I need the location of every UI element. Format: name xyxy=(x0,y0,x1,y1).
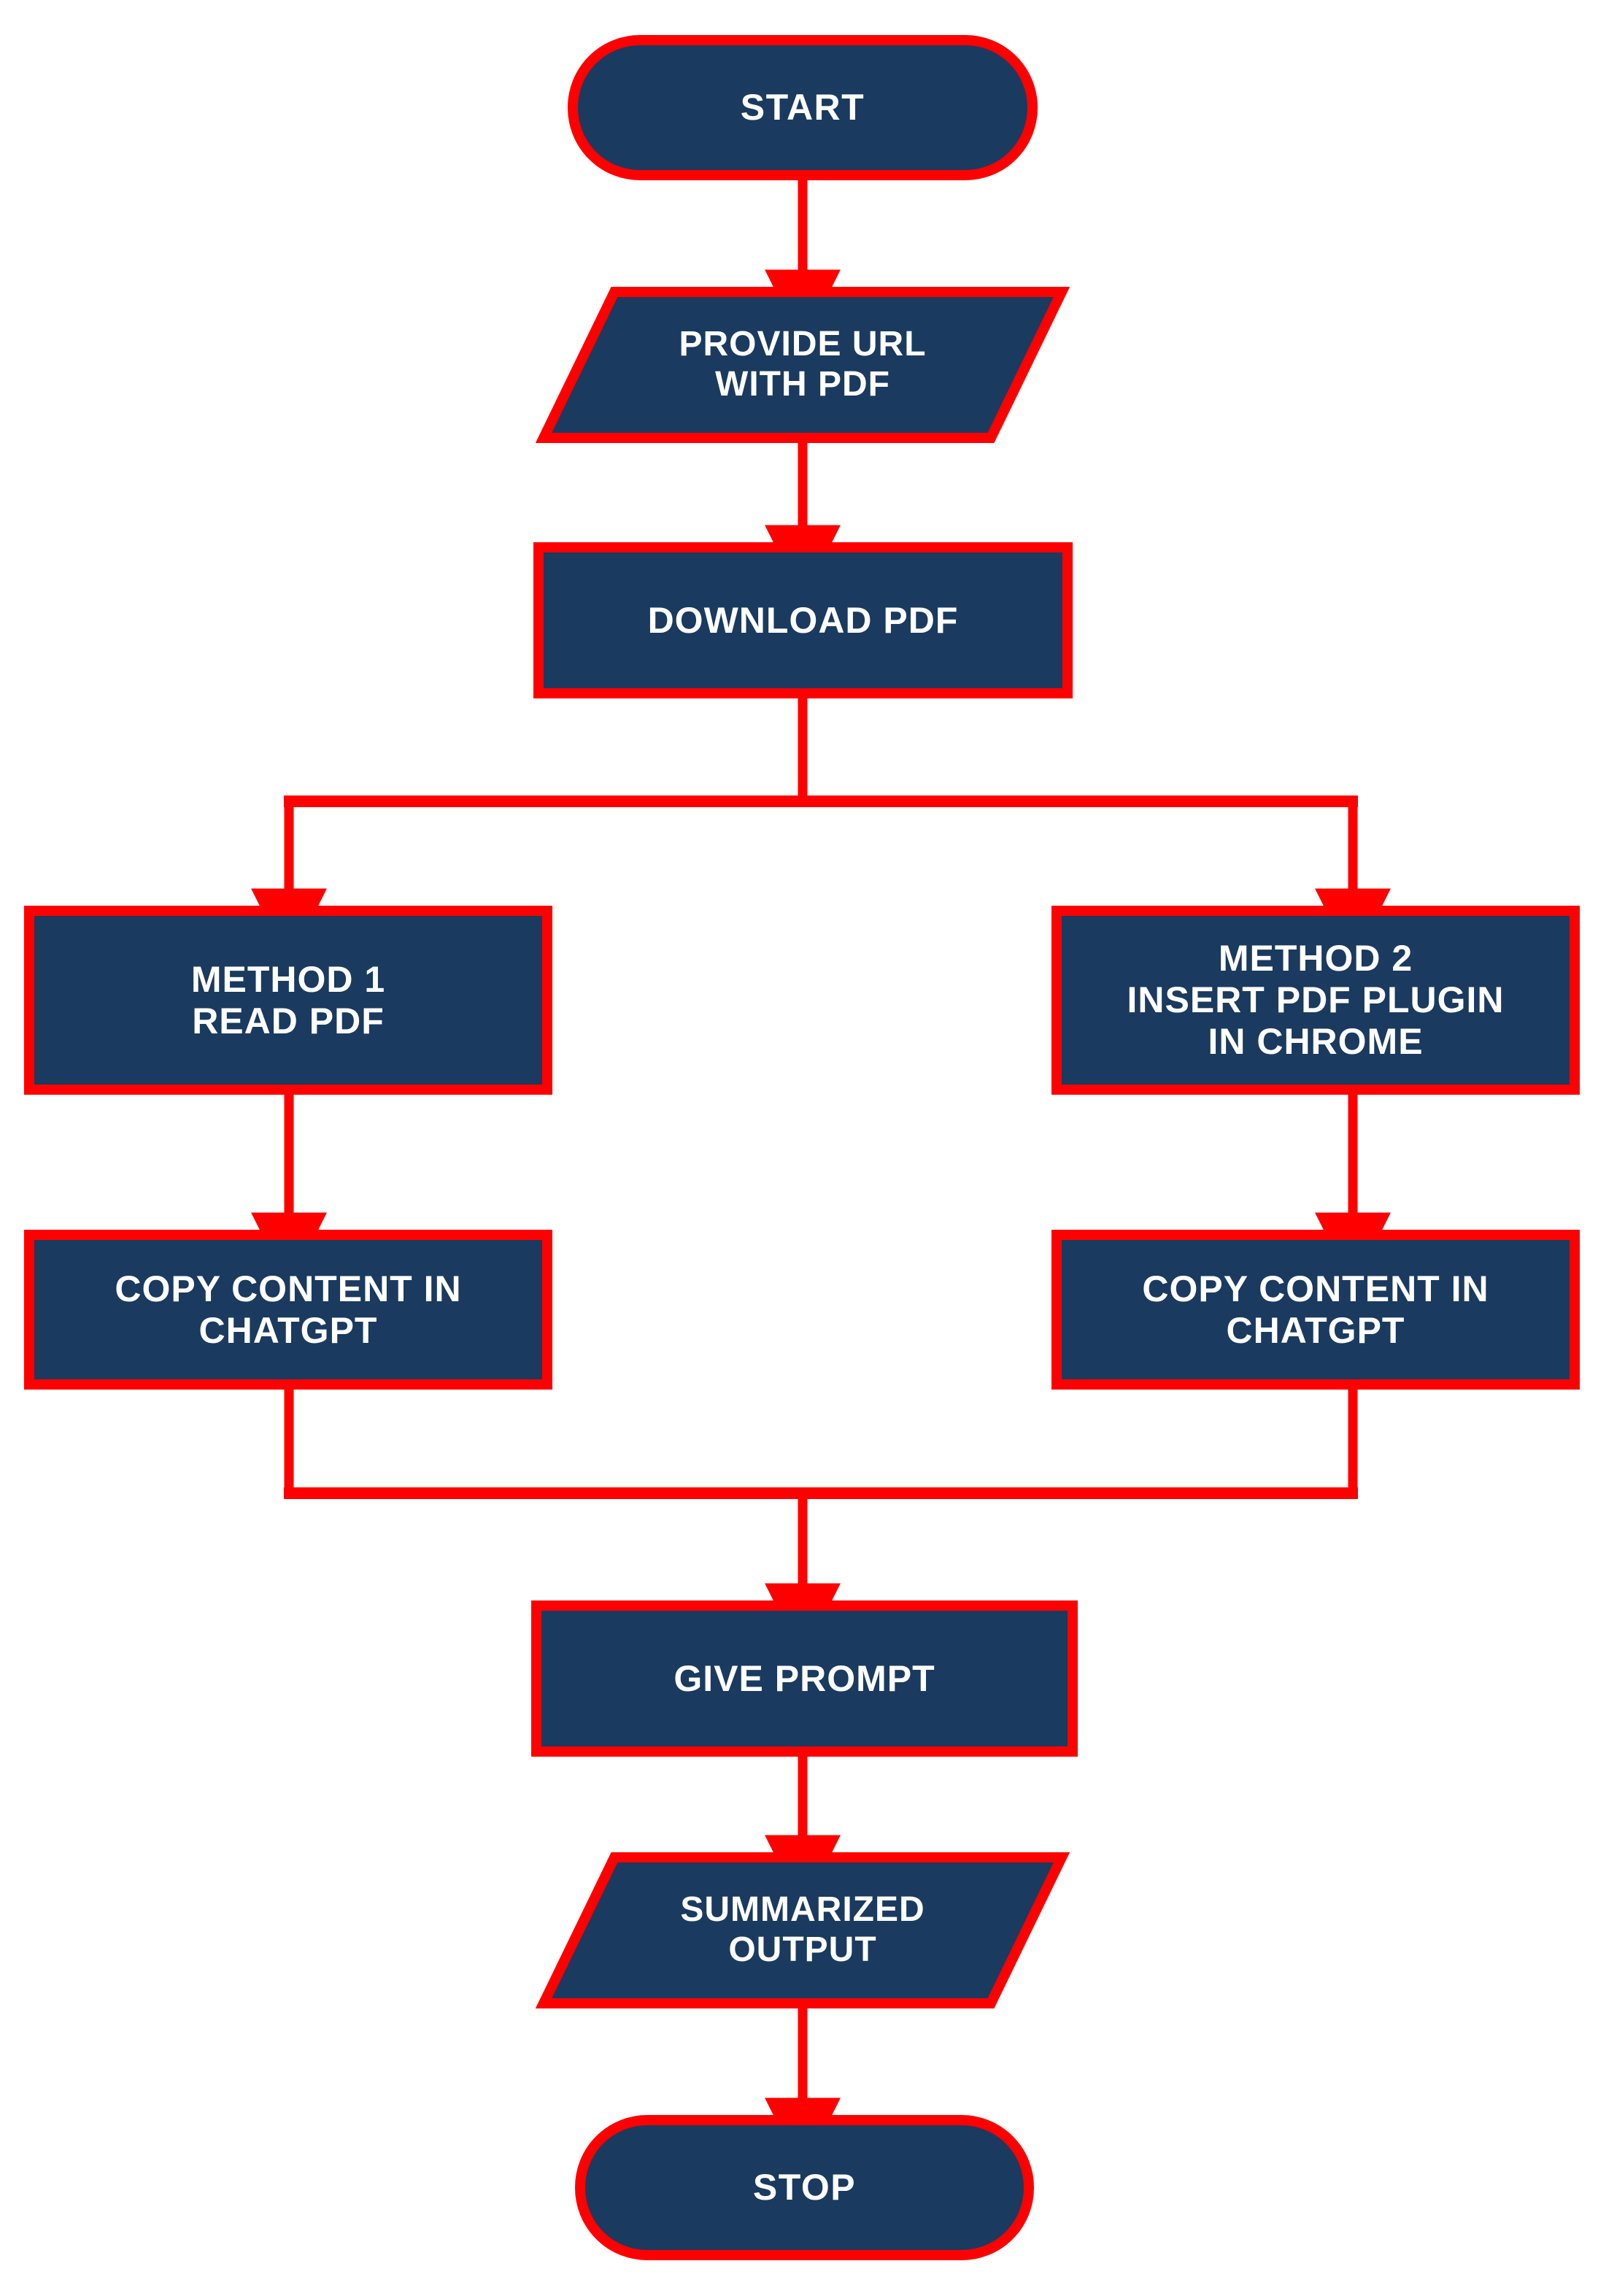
node-provide-url-shape[interactable] xyxy=(535,287,1070,443)
node-download-pdf[interactable] xyxy=(539,547,1068,693)
node-summarized-output[interactable] xyxy=(544,1857,1062,2003)
node-give-prompt[interactable] xyxy=(536,1606,1073,1752)
node-provide-url[interactable] xyxy=(544,292,1062,438)
node-method-2[interactable] xyxy=(1057,911,1575,1090)
node-copy-content-right-shape[interactable] xyxy=(1051,1230,1580,1390)
node-method-1-shape[interactable] xyxy=(24,906,552,1095)
node-stop-shape[interactable] xyxy=(575,2115,1034,2260)
connector-copy-merge xyxy=(284,1384,1358,1660)
node-start-shape[interactable] xyxy=(568,35,1038,180)
node-download-pdf-shape[interactable] xyxy=(533,542,1073,698)
node-method-2-shape[interactable] xyxy=(1051,906,1580,1095)
node-copy-content-left[interactable] xyxy=(29,1235,547,1384)
node-give-prompt-shape[interactable] xyxy=(531,1600,1078,1757)
node-copy-content-right[interactable] xyxy=(1057,1235,1575,1384)
connector-download-split xyxy=(251,693,1391,965)
node-start[interactable] xyxy=(573,40,1032,175)
node-copy-content-left-shape[interactable] xyxy=(24,1230,552,1390)
node-method-1[interactable] xyxy=(29,911,547,1090)
node-summarized-output-shape[interactable] xyxy=(535,1852,1070,2008)
node-stop[interactable] xyxy=(580,2120,1029,2255)
node-shape-layer xyxy=(24,35,1580,2260)
connector-layer xyxy=(251,175,1391,2174)
